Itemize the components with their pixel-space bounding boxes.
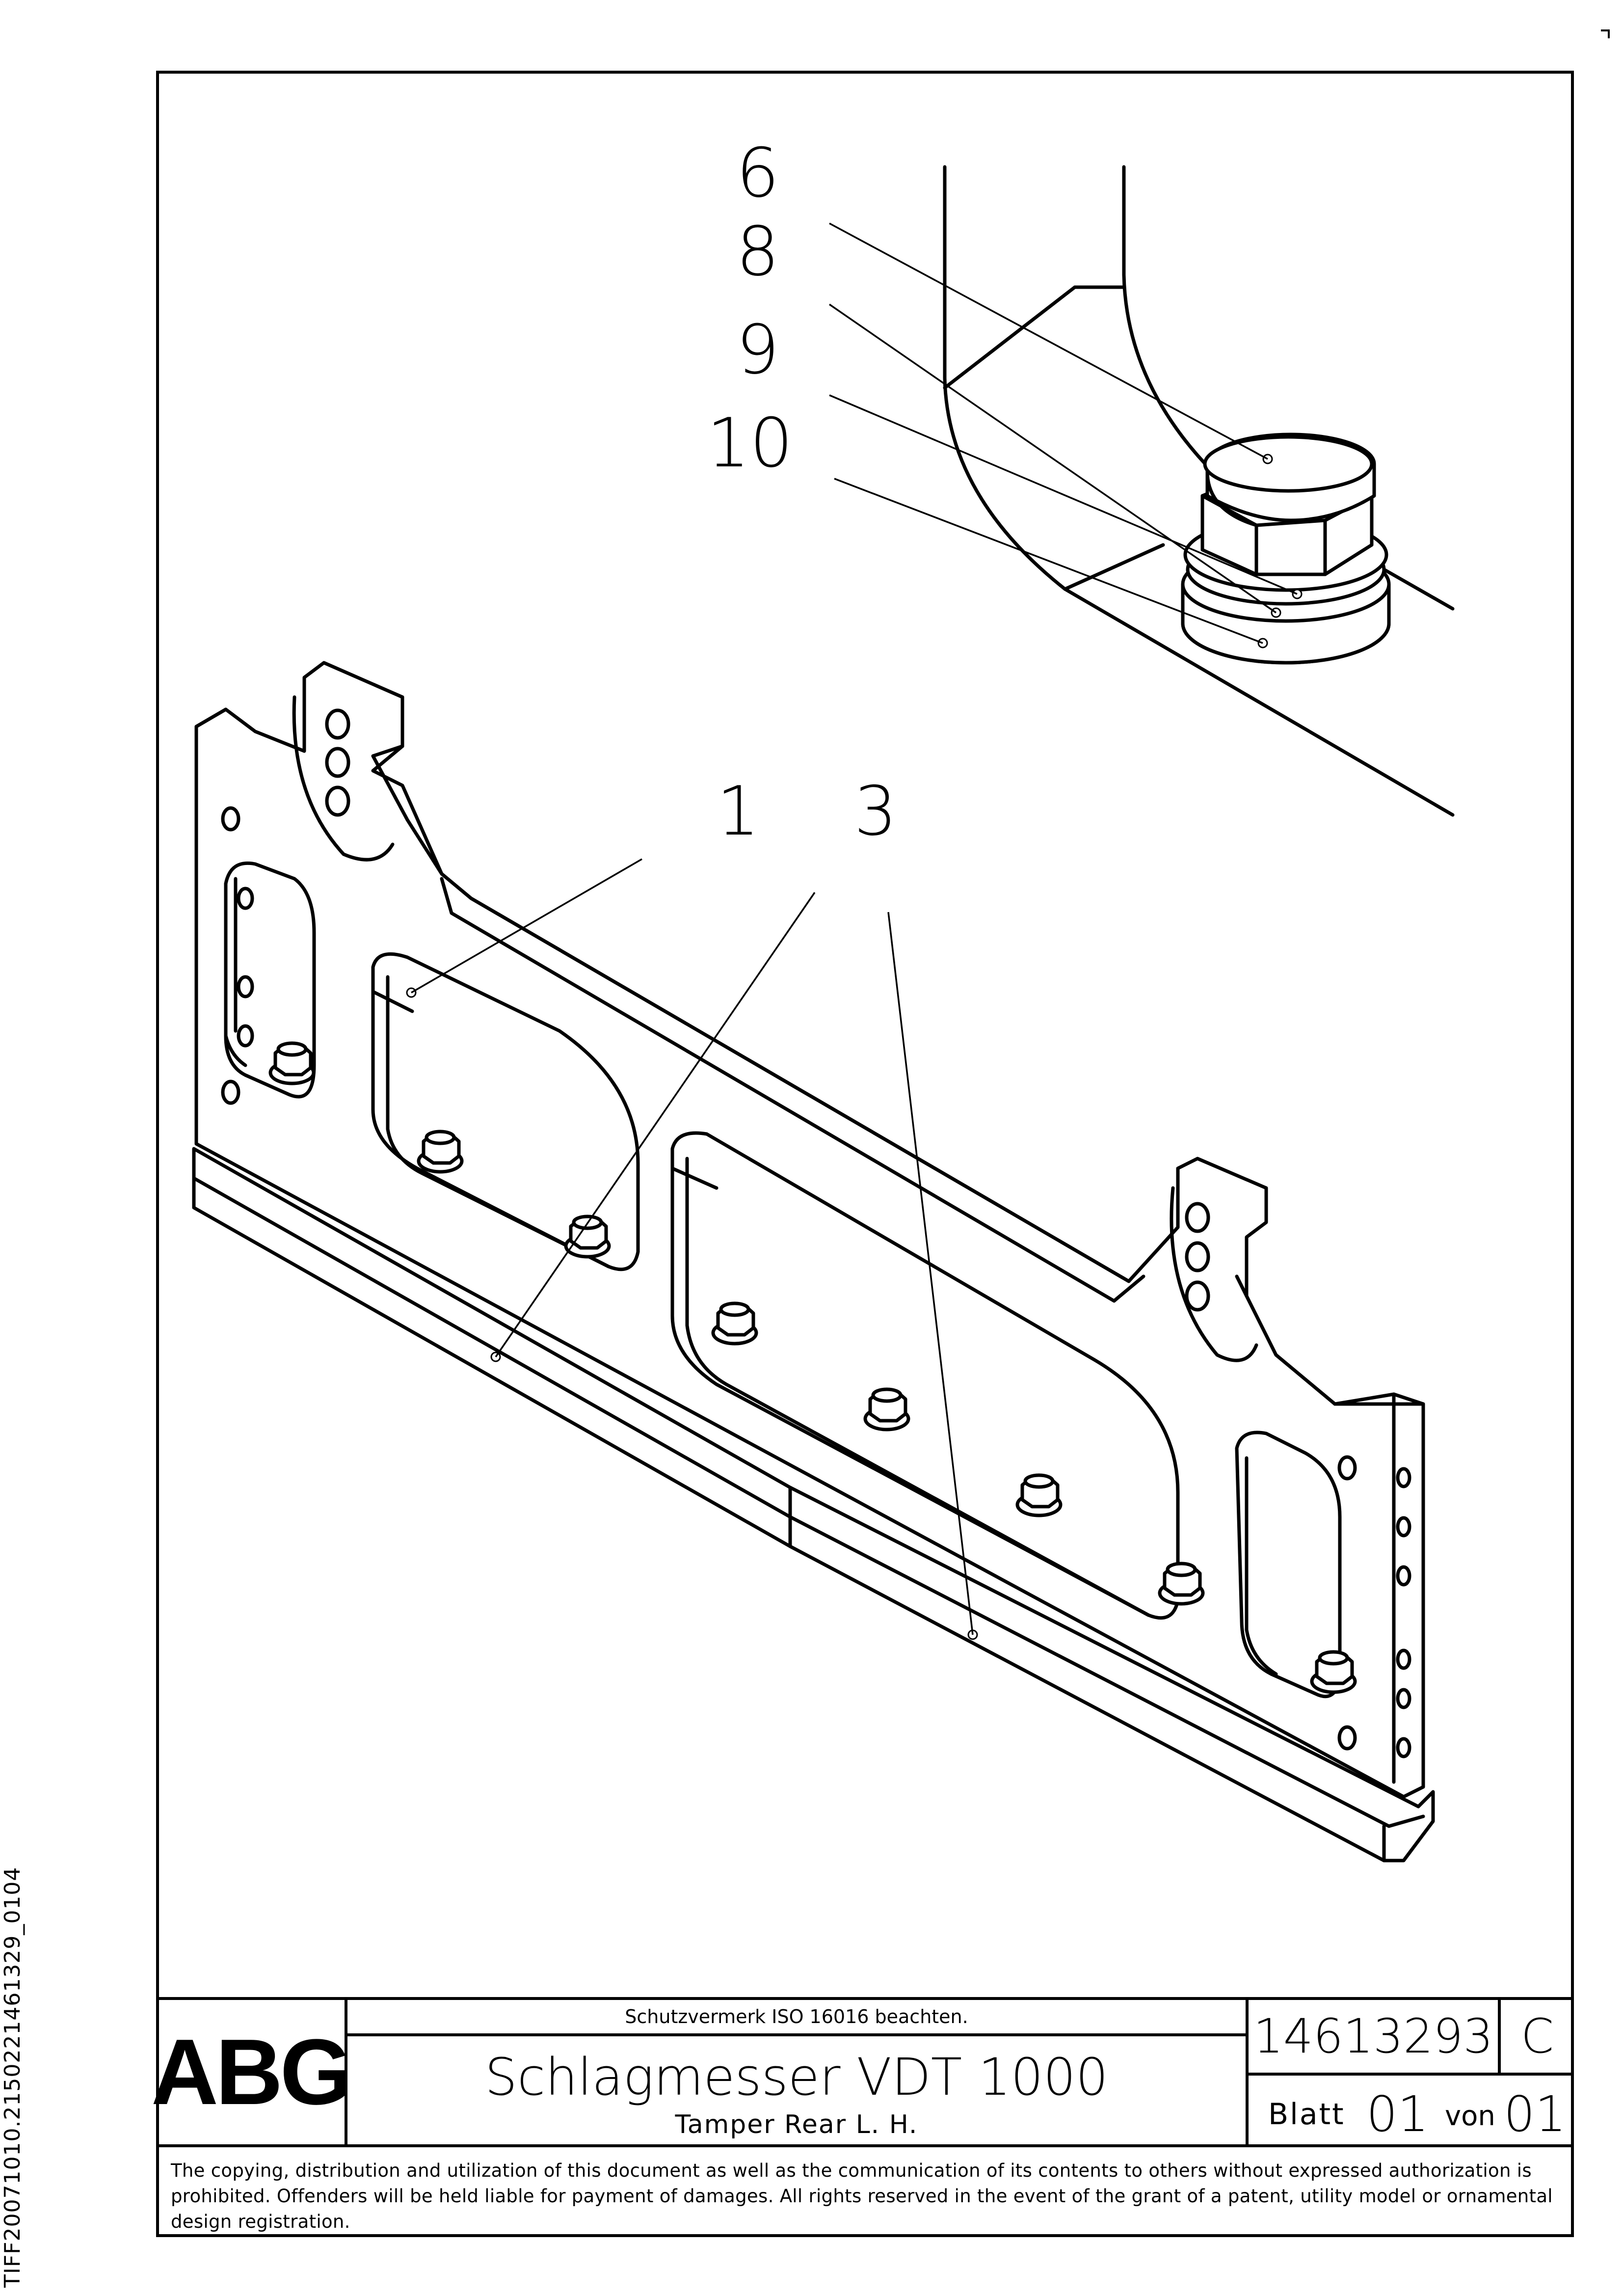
- drawing-frame: [156, 71, 1574, 2237]
- company-logo: ABG: [151, 1997, 352, 2144]
- technical-drawing: 6 8 9 10 1 3: [192, 134, 1455, 1863]
- sheet-number: 01: [1366, 2085, 1429, 2143]
- drawing-title: Schlagmesser VDT 1000: [484, 2047, 1109, 2107]
- detail-view: [943, 165, 1455, 817]
- document-number: 14613293: [1246, 1997, 1501, 2076]
- bolt-heads: [268, 1041, 1357, 1694]
- callout-8: 8: [736, 212, 779, 291]
- sheet-total: 01: [1504, 2085, 1567, 2143]
- side-code: TIFF20071010.2150221461329_0104: [0, 1866, 25, 2288]
- sheet-label: Blatt: [1268, 2097, 1345, 2132]
- corner-mark: [1601, 29, 1610, 38]
- title-block: ABG Schutzvermerk ISO 16016 beachten. Sc…: [151, 1997, 1574, 2237]
- callout-1: 1: [717, 772, 760, 851]
- callout-6: 6: [736, 134, 779, 213]
- callout-10: 10: [707, 404, 793, 483]
- drawing-subtitle: Tamper Rear L. H.: [675, 2110, 918, 2139]
- callout-9: 9: [736, 310, 779, 389]
- main-leaders: [411, 858, 974, 1635]
- of-label: von: [1445, 2100, 1495, 2132]
- callout-3: 3: [854, 772, 897, 851]
- sheet-info: Blatt 01 von 01: [1246, 2076, 1574, 2144]
- tamper-assembly: [192, 661, 1435, 1863]
- copyright-notice: The copying, distribution and utilizatio…: [156, 2144, 1574, 2237]
- title-cell: Schlagmesser VDT 1000 Tamper Rear L. H.: [347, 2036, 1246, 2144]
- revision: C: [1501, 1997, 1574, 2076]
- protection-note: Schutzvermerk ISO 16016 beachten.: [347, 1997, 1246, 2036]
- detail-leaders: [829, 222, 1298, 644]
